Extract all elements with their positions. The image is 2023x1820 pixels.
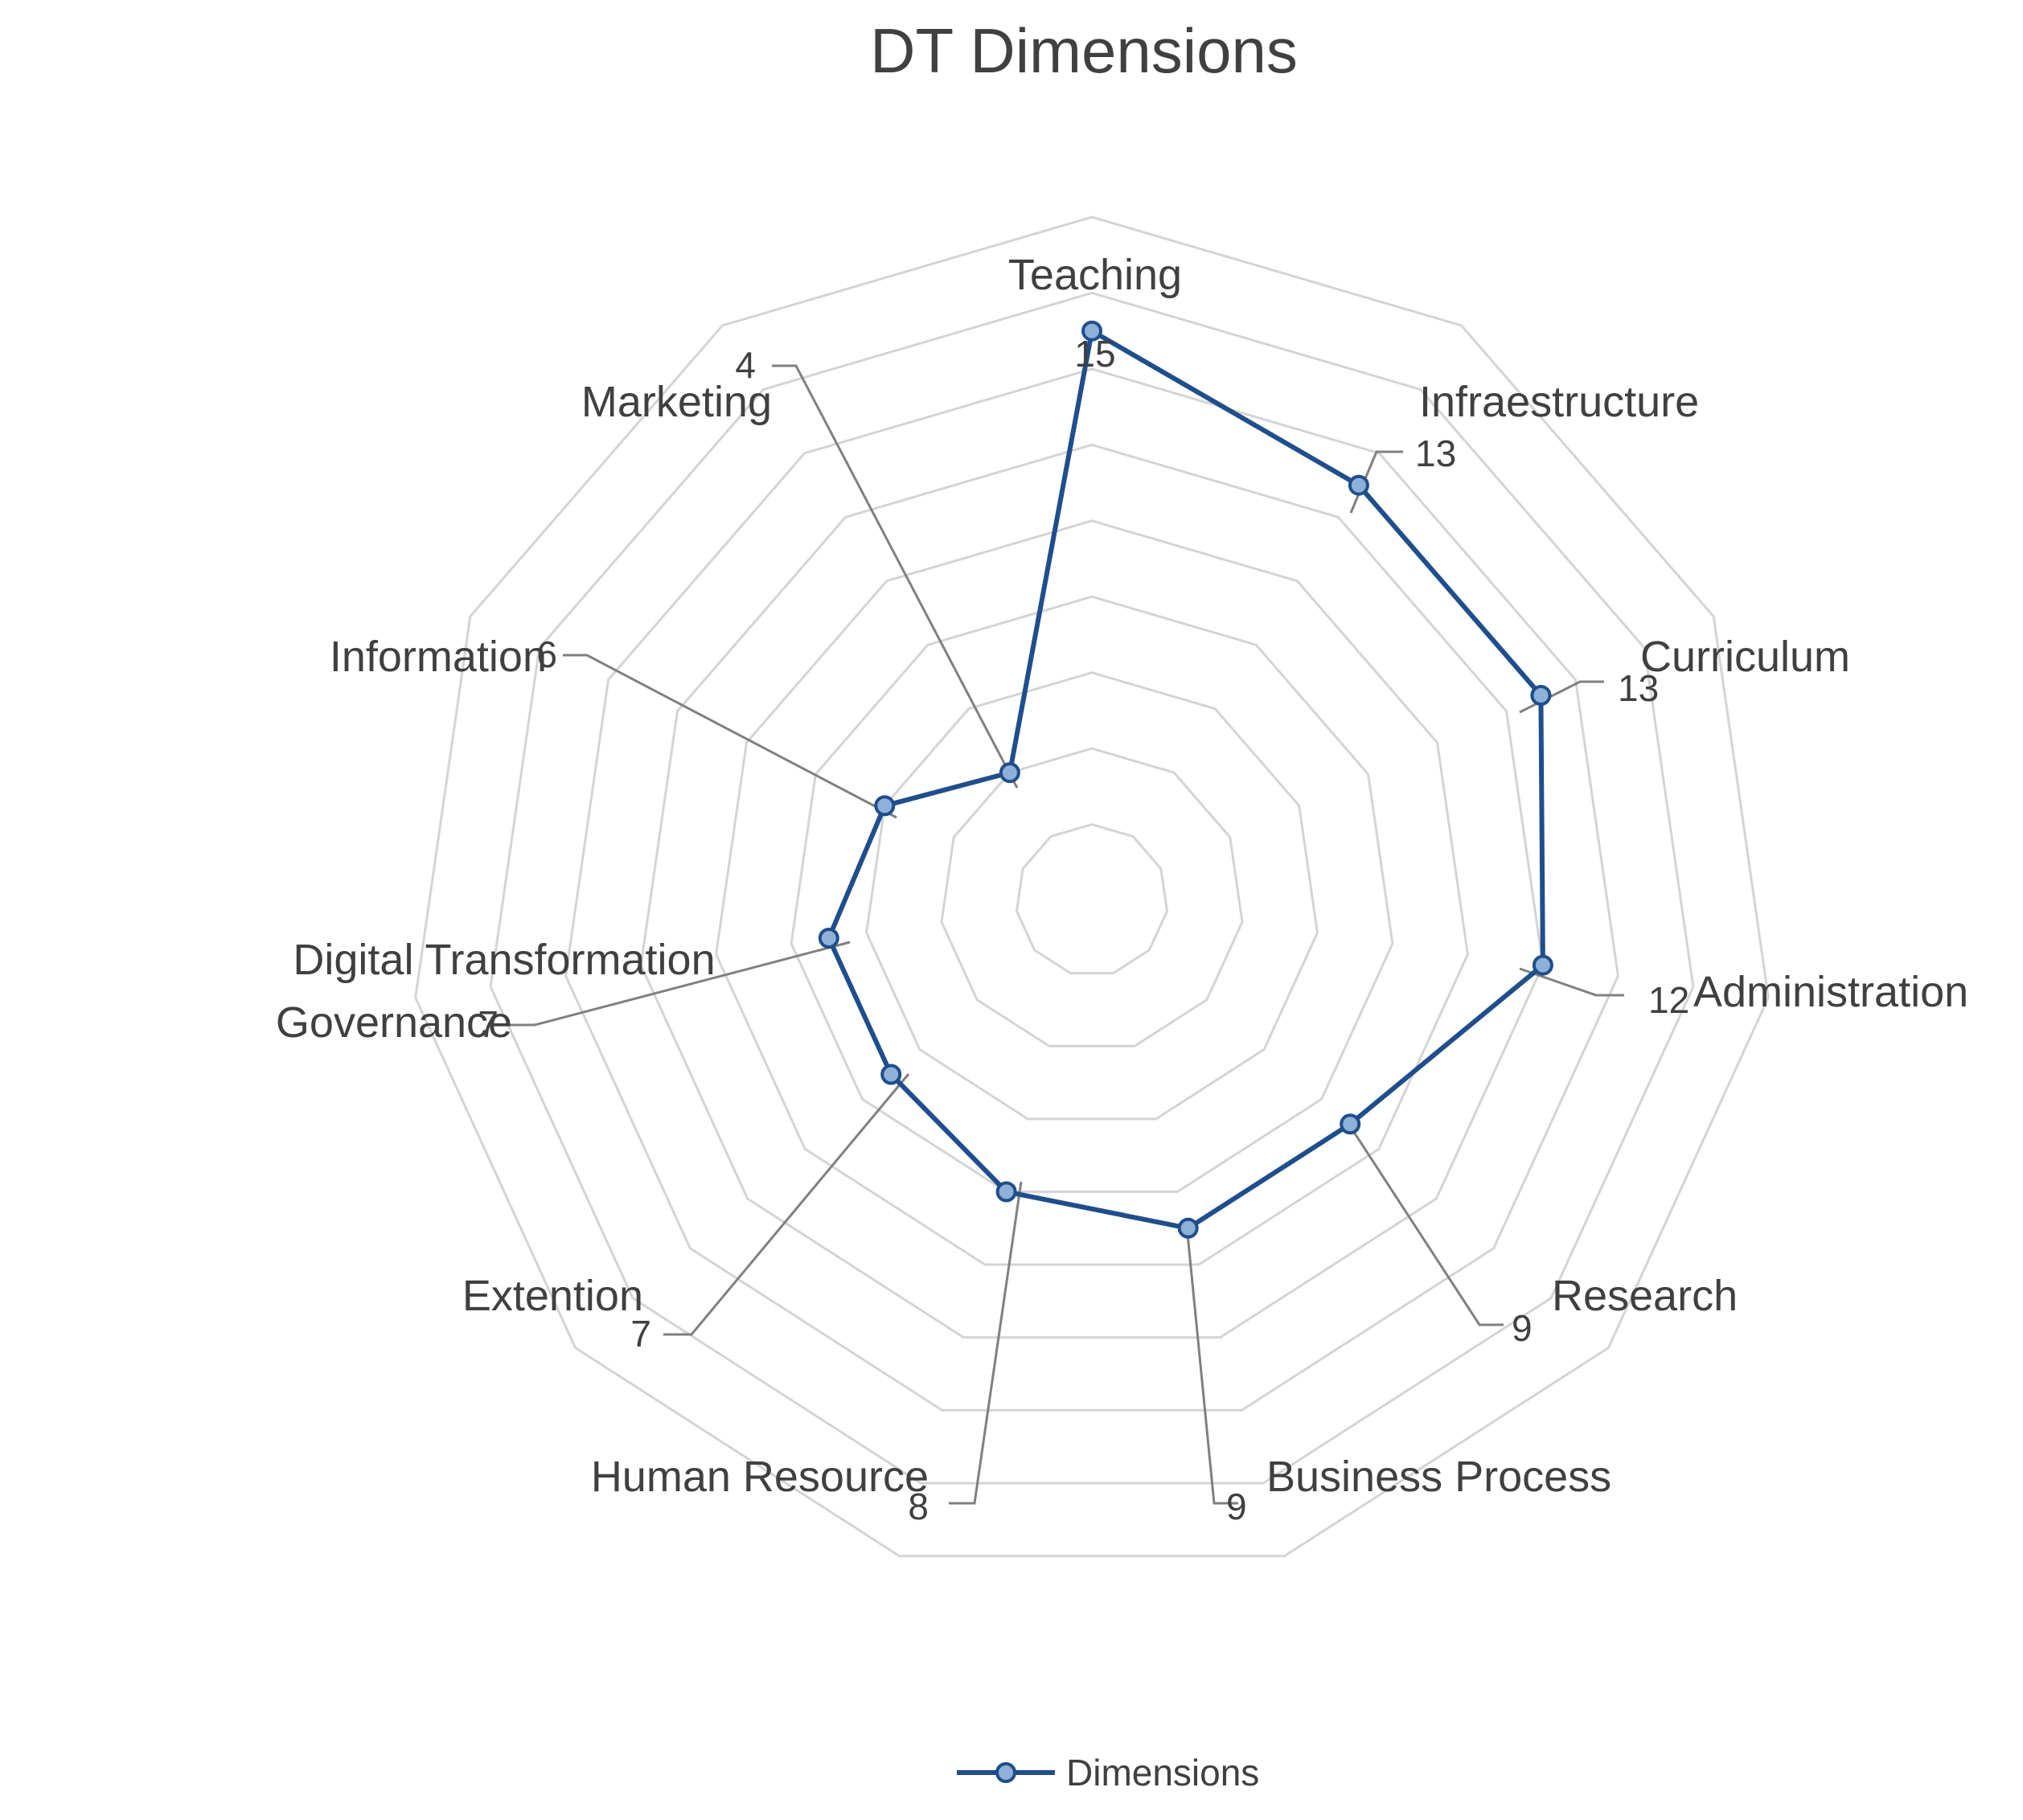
category-label: Curriculum <box>1640 633 1850 681</box>
category-label: Infraestructure <box>1419 378 1699 426</box>
legend: Dimensions <box>957 1752 1259 1793</box>
leader-line <box>1343 1117 1504 1326</box>
legend-series-label: Dimensions <box>1066 1752 1259 1793</box>
data-label: 13 <box>1618 667 1659 709</box>
category-label: Business Process <box>1266 1453 1611 1501</box>
grid-ring-1 <box>1015 823 1169 975</box>
grid-ring-3 <box>865 671 1319 1121</box>
grid-ring-6 <box>639 443 1545 1339</box>
data-point <box>880 1064 902 1085</box>
data-label: 7 <box>630 1313 651 1355</box>
data-point <box>1177 1217 1199 1239</box>
leader-line <box>663 1073 910 1336</box>
series-line <box>826 328 1545 1231</box>
grid-ring-5 <box>715 519 1469 1266</box>
grid-ring-2 <box>940 747 1244 1047</box>
grid-ring-9 <box>414 215 1770 1558</box>
data-point <box>874 795 896 817</box>
leader-line <box>772 364 1019 789</box>
data-label: 8 <box>908 1486 929 1527</box>
category-label: Extention <box>462 1272 643 1320</box>
data-point <box>995 1181 1017 1203</box>
category-label: Human Resource <box>591 1453 929 1501</box>
data-label: 9 <box>1226 1486 1247 1527</box>
leader-lines <box>507 364 1624 1505</box>
leader-line <box>949 1181 1023 1505</box>
grid-ring-4 <box>790 595 1394 1193</box>
chart-title: DT Dimensions <box>870 15 1298 86</box>
radar-grid <box>414 215 1770 1558</box>
data-point <box>999 762 1020 784</box>
data-point <box>1340 1113 1361 1135</box>
data-label: 13 <box>1415 432 1456 474</box>
category-label: Teaching <box>1008 251 1182 299</box>
data-point <box>1530 685 1552 706</box>
data-point <box>1348 474 1369 496</box>
label-layer: Teaching15Infraestructure13Curriculum13A… <box>276 251 1968 1527</box>
leader-line <box>563 654 897 819</box>
leader-line <box>1184 1217 1238 1505</box>
grid-ring-8 <box>489 291 1695 1485</box>
grid-ring-7 <box>564 367 1619 1412</box>
category-label: Research <box>1552 1272 1738 1320</box>
series-layer <box>818 320 1553 1239</box>
category-label: Information <box>330 633 547 681</box>
leader-line <box>1519 967 1624 997</box>
leader-line <box>507 941 851 1027</box>
category-label: Administration <box>1693 968 1968 1016</box>
data-label: 9 <box>1512 1307 1533 1349</box>
data-label: 6 <box>536 633 557 675</box>
category-label: Marketing <box>581 378 772 426</box>
data-label: 15 <box>1074 333 1115 375</box>
legend-series-marker <box>995 1762 1016 1783</box>
data-point <box>1532 954 1553 976</box>
data-point <box>818 928 839 949</box>
data-label: 4 <box>735 344 756 386</box>
data-label: 7 <box>478 1003 499 1045</box>
data-label: 12 <box>1648 979 1689 1021</box>
data-point <box>1081 320 1102 342</box>
